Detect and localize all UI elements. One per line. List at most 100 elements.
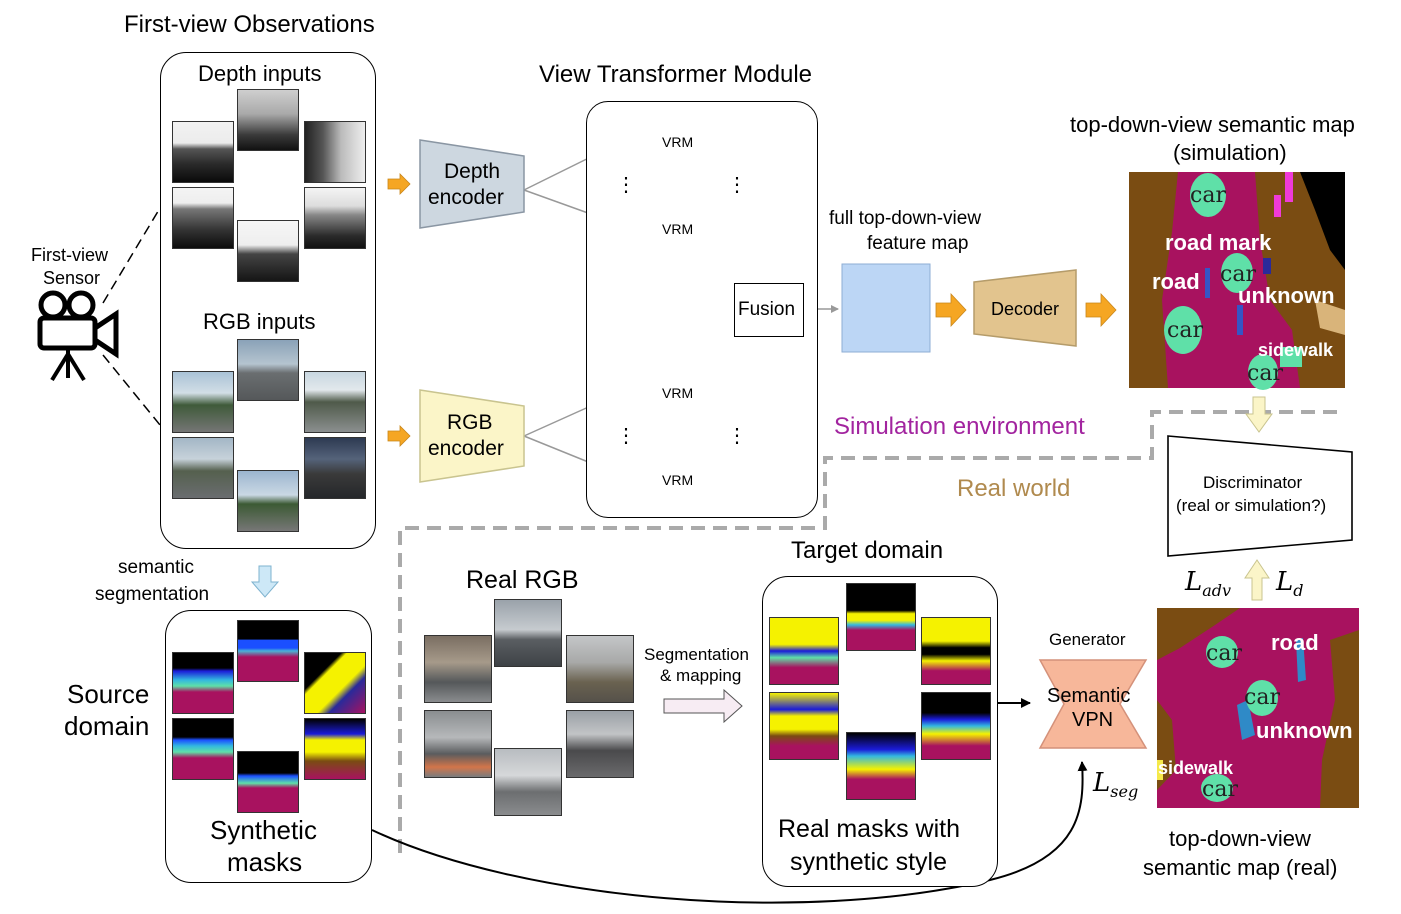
real-rgb-thumb	[494, 748, 562, 816]
real-world-label: Real world	[957, 475, 1071, 502]
domain-divider-line	[398, 410, 1340, 853]
orange-arrow-decoder	[935, 292, 967, 328]
orange-arrow-rgb	[387, 425, 411, 447]
discriminator-shape	[1167, 435, 1353, 557]
sim-map-label-sidewalk: sidewalk	[1258, 340, 1334, 360]
rgb-thumb	[172, 437, 234, 499]
rgb-thumb	[172, 371, 234, 433]
seg-arrow-label-line1: semantic	[118, 557, 195, 578]
target-mask-thumb	[769, 692, 839, 760]
ellipsis-rgb-right: ⋮	[727, 425, 747, 447]
loss-seg: Lseg	[1093, 768, 1138, 801]
sensor-fan-top	[102, 207, 161, 304]
source-mask-thumb	[172, 652, 234, 714]
depth-encoder-shape	[419, 139, 525, 229]
depth-encoder-line2: encoder	[428, 186, 504, 209]
sim-map-title-line2: (simulation)	[1173, 140, 1287, 165]
real-map-caption-line1: top-down-view	[1169, 826, 1311, 851]
real-semantic-map	[1157, 608, 1359, 808]
real-rgb-thumb	[424, 710, 492, 778]
rgb-thumb	[237, 470, 299, 532]
real-map-label-road: road	[1271, 630, 1319, 655]
sim-map-label-car: car	[1247, 361, 1283, 386]
real-rgb-thumb	[566, 710, 634, 778]
decoder-shape	[973, 269, 1077, 347]
orange-arrow-depth	[387, 173, 411, 195]
target-bottom-line1: Real masks with	[778, 815, 960, 843]
sim-semantic-map	[1129, 172, 1345, 390]
feature-map-label-line1: full top-down-view	[829, 208, 982, 229]
target-domain-title: Target domain	[791, 537, 944, 564]
loss-seg-base: L	[1093, 768, 1111, 798]
rgb-thumb	[304, 371, 366, 433]
decoder-label: Decoder	[991, 299, 1060, 319]
seg-down-arrow	[250, 565, 280, 598]
sim-map-label-car: car	[1167, 318, 1203, 343]
sensor-label-line2: Sensor	[43, 268, 101, 288]
seg-loss-curve	[371, 761, 1088, 904]
ellipsis-rgb-left: ⋮	[616, 425, 636, 447]
seg-mapping-line1: Segmentation	[644, 645, 749, 664]
discriminator-line1: Discriminator	[1203, 473, 1303, 492]
depth-thumb	[237, 89, 299, 151]
real-map-label-car: car	[1206, 641, 1242, 666]
sim-map-label-car: car	[1220, 262, 1256, 287]
rgb-inputs-label: RGB inputs	[203, 309, 316, 334]
source-mask-thumb	[237, 751, 299, 813]
vtm-title: View Transformer Module	[539, 61, 812, 88]
sim-map-label-unknown: unknown	[1238, 283, 1335, 308]
real-rgb-thumb	[494, 599, 562, 667]
video-camera-icon	[37, 290, 119, 382]
sim-map-label-road-mark: road mark	[1165, 230, 1272, 255]
real-map-label-car: car	[1244, 685, 1280, 710]
synthetic-masks-line1: Synthetic	[210, 815, 317, 845]
real-map-to-disc-arrow	[1244, 559, 1270, 601]
loss-adv: Ladv	[1185, 567, 1231, 600]
generator-line2: VPN	[1072, 709, 1114, 731]
loss-d-sub: d	[1293, 581, 1304, 601]
seg-mapping-arrow	[663, 688, 743, 724]
orange-arrow-map	[1085, 292, 1117, 328]
feature-map-block	[841, 263, 931, 353]
sim-map-label-road: road	[1152, 269, 1200, 294]
vrm-label-4: VRM	[662, 472, 694, 488]
seg-mapping-line2: & mapping	[660, 666, 742, 685]
loss-d: Ld	[1276, 567, 1304, 600]
sim-map-to-disc-arrow	[1245, 396, 1273, 433]
loss-seg-sub: seg	[1110, 782, 1139, 802]
source-mask-thumb	[304, 652, 366, 714]
loss-d-base: L	[1276, 567, 1294, 597]
source-mask-thumb	[304, 718, 366, 780]
depth-thumb	[304, 187, 366, 249]
source-mask-thumb	[237, 620, 299, 682]
real-rgb-thumb	[566, 635, 634, 703]
rgb-encoder-line1: RGB	[447, 411, 493, 434]
rgb-encoder-shape	[419, 389, 525, 483]
real-map-label-unknown: unknown	[1256, 718, 1353, 743]
feature-map-label-line2: feature map	[867, 233, 969, 254]
generator-line1: Semantic	[1047, 685, 1131, 707]
target-bottom-line2: synthetic style	[790, 848, 948, 876]
synthetic-masks-line2: masks	[227, 847, 303, 877]
vrm-label-1: VRM	[662, 134, 694, 150]
discriminator-line2: (real or simulation?)	[1176, 496, 1327, 515]
depth-thumb	[237, 220, 299, 282]
observations-title: First-view Observations	[124, 11, 375, 38]
real-rgb-title: Real RGB	[466, 566, 579, 594]
seg-arrow-label-line2: segmentation	[95, 584, 210, 605]
rgb-thumb	[237, 339, 299, 401]
fusion-label: Fusion	[738, 299, 796, 320]
ellipsis-depth-right: ⋮	[727, 174, 747, 196]
ellipsis-depth-left: ⋮	[616, 174, 636, 196]
source-domain-line1: Source	[67, 679, 150, 709]
source-mask-thumb	[172, 718, 234, 780]
rgb-thumb	[304, 437, 366, 499]
vrm-label-2: VRM	[662, 221, 694, 237]
real-map-label-car: car	[1202, 777, 1238, 802]
depth-thumb	[172, 187, 234, 249]
vrm-label-3: VRM	[662, 385, 694, 401]
real-map-label-sidewalk: sidewalk	[1158, 758, 1234, 778]
sensor-label-line1: First-view	[31, 245, 108, 265]
